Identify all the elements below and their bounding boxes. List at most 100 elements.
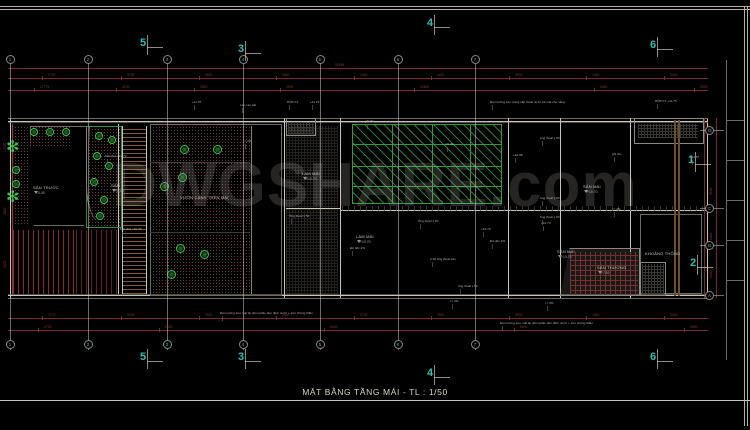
grid-bubble-bottom-1[interactable]: 1: [5, 340, 15, 349]
dim-line-top-1: [8, 78, 708, 79]
section-marker-3-1[interactable]: 3: [238, 43, 245, 55]
room-elevation-7: +10.70: [306, 176, 317, 181]
section-marker-4-2[interactable]: 4: [427, 17, 434, 29]
grid-bubble-A[interactable]: A: [705, 290, 714, 300]
section-marker-6-9[interactable]: 6: [650, 351, 657, 363]
dim-top-row1-2: 3600: [205, 73, 213, 77]
grid-bubble-B[interactable]: B: [705, 240, 714, 250]
dim-bot-row1-tick-2: [199, 316, 200, 320]
grid-bubble-5[interactable]: 5: [315, 55, 325, 64]
dim-top-row2-6: 3000: [700, 85, 708, 89]
grid-bubble-1[interactable]: 1: [5, 55, 15, 64]
annotation-6: +11.57: [690, 155, 700, 159]
dim-top-row1-4: 4400: [360, 73, 368, 77]
annotation-leader-18: [245, 144, 246, 149]
section-marker-2-5[interactable]: 2: [690, 257, 697, 269]
section-marker-5-0[interactable]: 5: [140, 37, 147, 49]
drain-line-right: [674, 120, 676, 296]
grid-bubble-bottom-6[interactable]: 6: [393, 340, 403, 349]
sheet-border-top: [0, 6, 750, 7]
annotation-leader-19: [614, 212, 615, 217]
pergola-post-3: [470, 124, 472, 204]
elevation-symbol-0: [34, 191, 38, 194]
elevation-symbol-4: [598, 271, 602, 274]
dim-top-row1-5: 4400: [437, 73, 445, 77]
dim-left-2: 2000: [3, 260, 7, 269]
annotation-27: Mái đua +10.70: [105, 154, 127, 158]
elevation-symbol-6: [357, 240, 361, 243]
dim-bot-row2-4: 3000: [690, 325, 698, 329]
slope-arrow-3: →: [440, 170, 444, 175]
annotation-8: +10.70: [481, 227, 491, 231]
stair-hatch: [122, 126, 146, 294]
dim-top-row1-8: 3000: [670, 73, 678, 77]
roof-garden-curve-line: [224, 126, 252, 294]
dim-bot-row1-tick-3: [276, 316, 277, 320]
annotation-20: i = 2%: [450, 299, 459, 303]
tree-icon-5: [12, 180, 20, 188]
dim-bot-row2-tick-1: [159, 328, 160, 332]
dim-top-row1-tick-2: [199, 76, 200, 80]
planter-hatch-left-vert: [14, 126, 30, 226]
grid-bubble-bottom-3[interactable]: 3: [162, 340, 172, 349]
annotation-16: Độ dốc 2%: [350, 246, 366, 250]
grid-bubble-4[interactable]: 4: [238, 55, 248, 64]
room-label-6: LÁM MÁI: [356, 234, 374, 239]
annotation-leader-22: [432, 262, 433, 267]
section-marker-1-4[interactable]: 1: [688, 155, 694, 166]
grid-bubble-bottom-2[interactable]: 2: [83, 340, 93, 349]
section-marker-3-7[interactable]: 3: [238, 351, 245, 363]
grid-bubble-7[interactable]: 7: [470, 55, 480, 64]
section-leader-4: [695, 164, 711, 165]
dim-top-row2-tick-1: [116, 88, 117, 92]
annotation-14: Ống thoát ý 50: [289, 214, 310, 218]
section-marker-6-3[interactable]: 6: [650, 39, 657, 51]
drawing-title: MẶT BẰNG TẦNG MÁI - TL : 1/50: [0, 388, 750, 401]
pergola-beam-2: [352, 166, 502, 168]
room-label-8: VƯỜN CẢNH TRÊN MÁI: [180, 195, 229, 200]
section-tick-1: [245, 41, 246, 61]
section-marker-5-6[interactable]: 5: [140, 351, 147, 363]
annotation-3: +11.15: [310, 100, 320, 104]
annotation-leader-9: [543, 226, 544, 231]
dim-bot-row1-tick-1: [121, 316, 122, 320]
grid-bubble-bottom-7[interactable]: 7: [470, 340, 480, 349]
annotation-leader-12: [542, 220, 543, 225]
annotation-leader-2: [289, 105, 290, 110]
grid-bubble-bottom-4[interactable]: 4: [238, 340, 248, 349]
annotation-leader-10: [542, 141, 543, 146]
dim-line-top-2: [8, 90, 708, 91]
grid-bubble-bottom-5[interactable]: 5: [315, 340, 325, 349]
grid-bubble-2[interactable]: 2: [83, 55, 93, 64]
annotation-25: ghi thu: [612, 152, 622, 156]
tree-icon-3: [62, 128, 70, 136]
section-leader-2: [434, 27, 450, 28]
titleblock-vert: [726, 60, 727, 360]
dim-bot-row2-1: 2900: [165, 325, 173, 329]
section-leader-3: [657, 49, 673, 50]
grid-bubble-D[interactable]: D: [705, 125, 714, 135]
dim-top-row1-tick-0: [42, 76, 43, 80]
dim-top-row2-4: 22600: [420, 85, 430, 89]
dim-bot-row1-tick-6: [509, 316, 510, 320]
dim-bot-row1-tick-0: [42, 316, 43, 320]
grid-bubble-C[interactable]: C: [705, 203, 714, 213]
grid-bubble-6[interactable]: 6: [393, 55, 403, 64]
palm-tree-icon-2: ✻: [6, 189, 20, 206]
grid-ext-line-1: [10, 60, 11, 350]
section-marker-4-8[interactable]: 4: [427, 367, 434, 379]
grid-bubble-3[interactable]: 3: [162, 55, 172, 64]
dim-bot-row1-4: 3700: [360, 313, 368, 317]
annotation-leader-7: [515, 158, 516, 163]
annotation-leader-3: [312, 105, 313, 110]
annotation-leader-14: [291, 219, 292, 224]
elevation-symbol-3: [558, 255, 562, 258]
dim-right-2: 1600: [709, 232, 713, 241]
section-tick-8: [434, 365, 435, 385]
room-elevation-6: +10.70: [360, 239, 371, 244]
annotation-leader-21: [547, 306, 548, 311]
annotation-leader-29: [502, 326, 503, 331]
dim-bot-row1-tick-7: [586, 316, 587, 320]
annotation-leader-27: [107, 159, 108, 164]
